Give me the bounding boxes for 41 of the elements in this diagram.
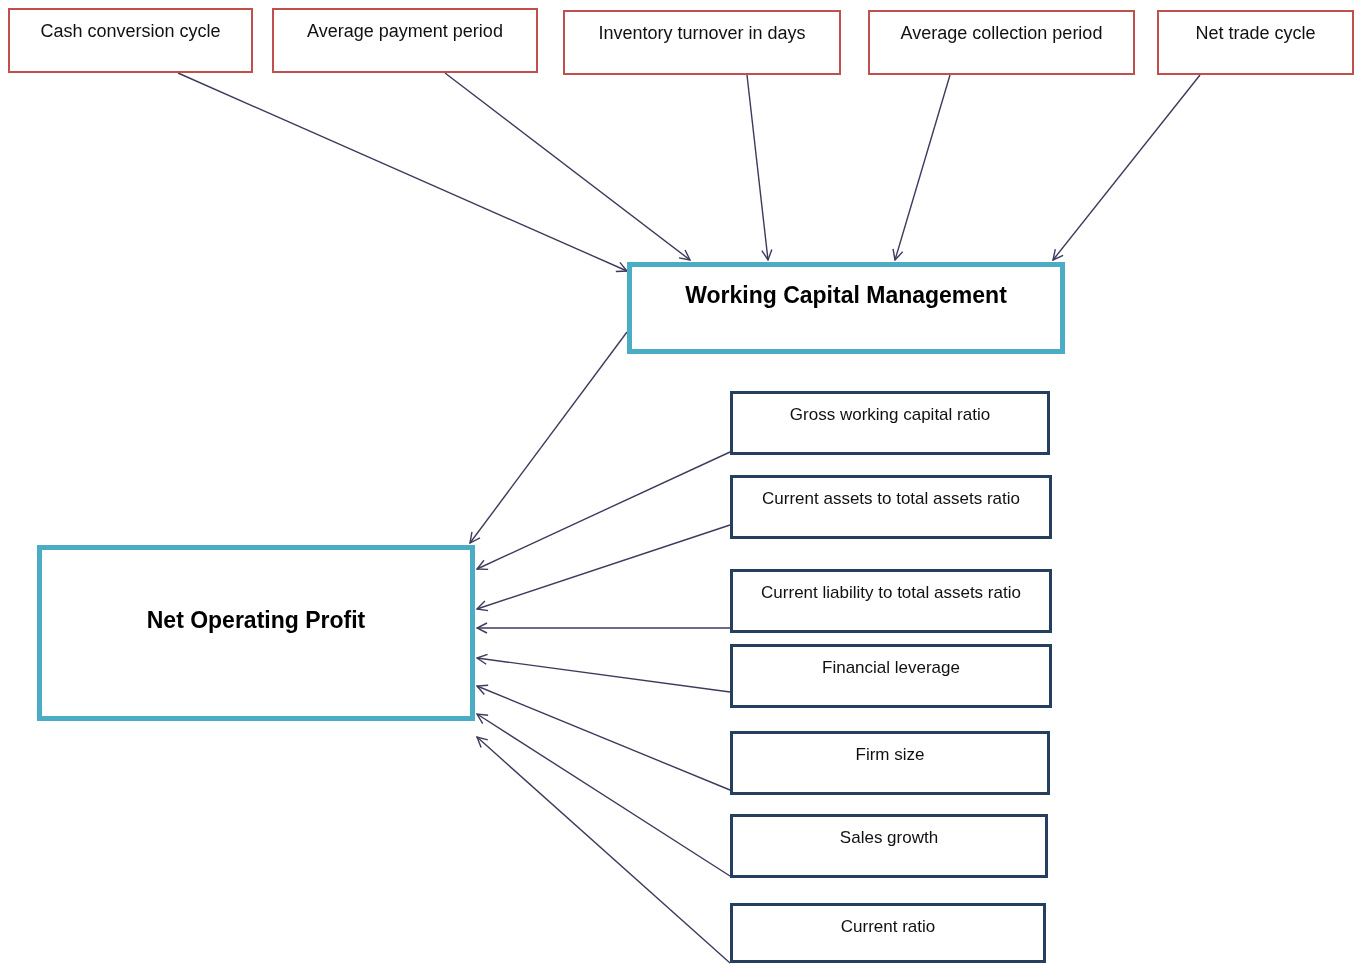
arrow xyxy=(476,736,731,964)
box-label: Average collection period xyxy=(899,22,1104,45)
arrow xyxy=(177,72,628,273)
box-label: Cash conversion cycle xyxy=(39,20,222,43)
box-label: Current assets to total assets ratio xyxy=(761,488,1021,510)
variable-box xyxy=(730,814,1048,878)
variable-box xyxy=(1157,10,1354,75)
variable-box xyxy=(8,8,253,73)
box-label: Firm size xyxy=(854,744,926,766)
variable-box xyxy=(563,10,841,75)
box-label: Current ratio xyxy=(839,916,937,938)
concept-box xyxy=(37,545,475,721)
box-label: Working Capital Management xyxy=(684,281,1008,310)
box-label: Average payment period xyxy=(306,20,504,43)
arrow xyxy=(469,331,628,544)
box-label: Net trade cycle xyxy=(1194,22,1317,45)
arrow xyxy=(476,713,731,877)
arrow xyxy=(746,74,773,261)
arrow xyxy=(476,653,731,693)
variable-box xyxy=(730,731,1050,795)
arrow xyxy=(444,72,691,261)
arrow xyxy=(892,74,951,261)
box-label: Inventory turnover in days xyxy=(597,22,807,45)
arrow xyxy=(1052,74,1201,261)
box-label: Sales growth xyxy=(838,827,940,849)
box-label: Financial leverage xyxy=(821,657,961,679)
variable-box xyxy=(730,475,1052,539)
arrow xyxy=(476,684,731,791)
box-label: Gross working capital ratio xyxy=(788,404,992,426)
box-label: Net Operating Profit xyxy=(145,605,367,635)
variable-box xyxy=(730,644,1052,708)
arrow xyxy=(476,524,731,612)
variable-box xyxy=(868,10,1135,75)
box-label: Current liability to total assets ratio xyxy=(760,582,1022,604)
arrow xyxy=(476,451,731,571)
variable-box xyxy=(272,8,538,73)
variable-box xyxy=(730,569,1052,633)
variable-box xyxy=(730,903,1046,963)
concept-box xyxy=(627,262,1065,354)
variable-box xyxy=(730,391,1050,455)
arrow xyxy=(476,622,731,634)
